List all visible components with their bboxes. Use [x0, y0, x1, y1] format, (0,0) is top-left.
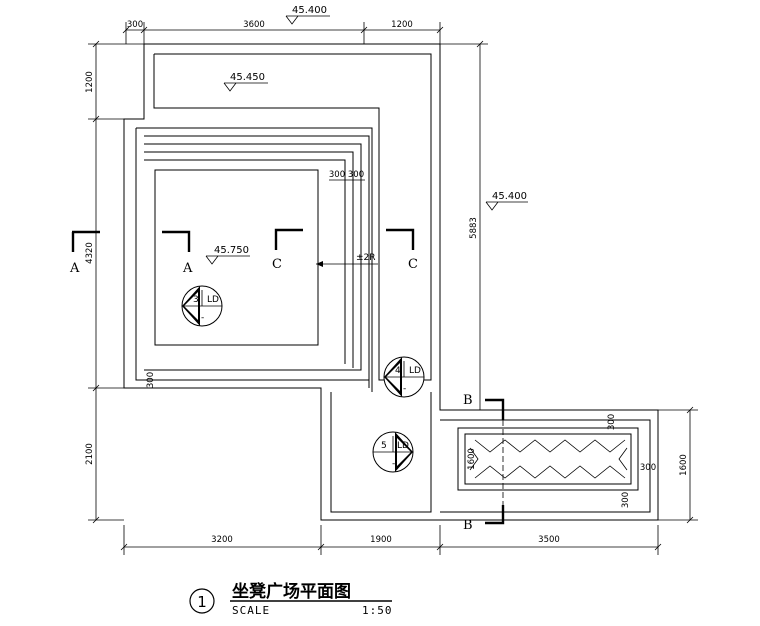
- level-top-text: 45.400: [292, 5, 327, 16]
- detail-3-num: 3: [193, 295, 199, 305]
- dim-bottom-3500: 3500: [538, 535, 560, 545]
- dim-step-300b: 300: [348, 170, 364, 180]
- section-b-top: B: [463, 393, 473, 408]
- detail-4-num: 4: [395, 366, 401, 376]
- detail-3-code: LD: [207, 295, 219, 305]
- dim-right-1600: 1600: [679, 454, 689, 476]
- level-mark-right: 45.400: [485, 191, 528, 211]
- dim-bench-300-bottom: 300: [621, 492, 631, 508]
- far-right-dimension-line: 1600: [658, 406, 698, 524]
- scale-value: 1:50: [362, 604, 393, 617]
- dim-left-2100: 2100: [85, 443, 95, 465]
- dim-bench-300-right: 300: [640, 463, 656, 473]
- level-inner-text: 45.450: [230, 72, 265, 83]
- level-mark-square: 45.750: [205, 245, 250, 265]
- scale-label: SCALE: [232, 604, 270, 617]
- section-c-left: C: [272, 257, 282, 272]
- section-b-bottom: B: [463, 518, 473, 533]
- detail-5-num: 5: [381, 441, 387, 451]
- dim-bottom-1900: 1900: [370, 535, 392, 545]
- top-dimension-line: 300 3600 1200: [122, 20, 444, 44]
- detail-3-sheet: -: [201, 313, 204, 323]
- level-right-text: 45.400: [492, 191, 527, 202]
- dim-bottom-3200: 3200: [211, 535, 233, 545]
- section-a-right: A: [182, 261, 193, 276]
- detail-marker-5[interactable]: 5 LD -: [372, 431, 414, 473]
- title-number-circle: [189, 588, 215, 614]
- dim-top-1200: 1200: [391, 20, 413, 30]
- detail-marker-3[interactable]: 3 LD -: [181, 285, 223, 327]
- slope-label: ±2R: [356, 253, 376, 263]
- section-mark-a: A A: [69, 230, 193, 276]
- section-c-right: C: [408, 257, 418, 272]
- level-mark-top: 45.400: [285, 5, 330, 25]
- section-mark-c: C C: [272, 228, 418, 272]
- dim-left-4320: 4320: [85, 242, 95, 264]
- detail-5-sheet: -: [392, 459, 395, 469]
- left-dimension-line: 1200 4320 2100: [85, 40, 144, 524]
- section-a-left: A: [69, 261, 80, 276]
- level-mark-inner: 45.450: [223, 72, 268, 92]
- dim-left-1200: 1200: [85, 71, 95, 93]
- level-square-text: 45.750: [214, 245, 249, 256]
- step-dimensions: 300 300 300: [146, 170, 365, 388]
- detail-marker-4[interactable]: 4 LD -: [383, 356, 425, 398]
- right-dimension-line: 5883: [440, 40, 488, 410]
- dim-top-300: 300: [127, 20, 143, 30]
- bottom-dimension-line: 3200 1900 3500: [120, 525, 662, 555]
- dim-right-5883: 5883: [469, 217, 479, 239]
- bench: 1600 300 300 300: [457, 414, 656, 508]
- title-block: 1 坐凳广场平面图 SCALE 1:50: [189, 581, 393, 617]
- detail-5-code: LD: [397, 441, 409, 451]
- dim-step-300a: 300: [329, 170, 345, 180]
- plan-outline: [123, 43, 659, 521]
- detail-4-sheet: -: [403, 384, 406, 394]
- detail-4-code: LD: [409, 366, 421, 376]
- title-number: 1: [197, 593, 207, 611]
- dim-bench-1600: 1600: [467, 448, 477, 470]
- title-text: 坐凳广场平面图: [232, 581, 351, 602]
- dim-top-3600: 3600: [243, 20, 265, 30]
- dim-step-300c: 300: [146, 372, 156, 388]
- slope-arrow: ±2R: [316, 253, 378, 267]
- dim-bench-300-top: 300: [607, 414, 617, 430]
